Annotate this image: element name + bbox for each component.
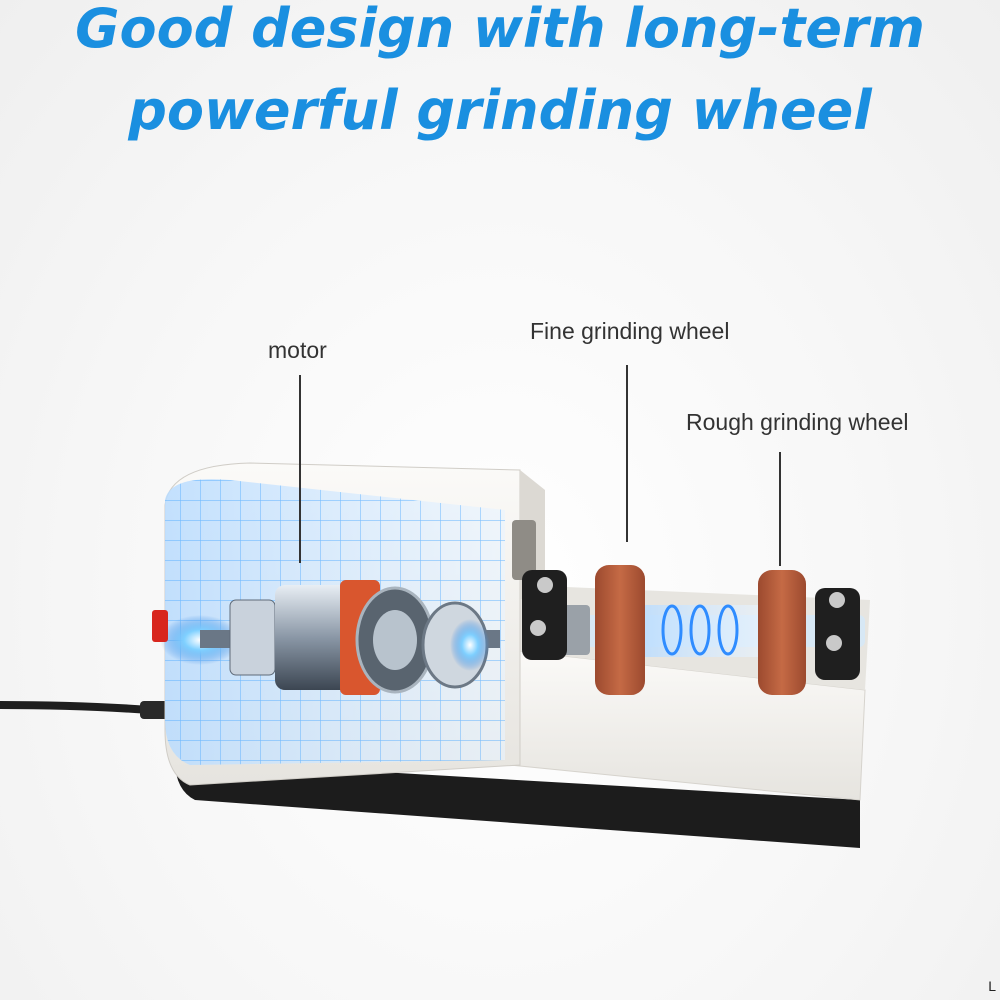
left-thread bbox=[560, 605, 590, 655]
motor-label: motor bbox=[268, 337, 327, 363]
spring-coil-1 bbox=[661, 604, 683, 656]
right-clamp bbox=[815, 588, 860, 680]
rough-grinding-wheel bbox=[758, 570, 806, 695]
base-strip bbox=[175, 760, 860, 848]
headline-line-2: powerful grinding wheel bbox=[128, 79, 872, 142]
rough-wheel-leader-line bbox=[779, 452, 781, 566]
corner-mark: L bbox=[988, 978, 996, 994]
headline-line-1: Good design with long-term bbox=[75, 0, 925, 60]
rotor-core bbox=[275, 585, 360, 690]
fine-wheel-label: Fine grinding wheel bbox=[530, 318, 730, 344]
shaft-glow bbox=[640, 605, 760, 657]
housing-port bbox=[512, 520, 536, 580]
power-cord bbox=[0, 701, 151, 714]
rough-wheel-label: Rough grinding wheel bbox=[686, 409, 909, 435]
screw-icon bbox=[826, 635, 842, 651]
fine-wheel-leader-line bbox=[626, 365, 628, 542]
power-switch bbox=[152, 610, 168, 642]
motor-leader-line bbox=[299, 375, 301, 563]
spring-coil-2 bbox=[689, 604, 711, 656]
motor-glow-right bbox=[450, 619, 490, 671]
fine-grinding-wheel bbox=[595, 565, 645, 695]
bearing-left bbox=[229, 599, 276, 676]
stator-inner bbox=[373, 610, 417, 670]
screw-icon bbox=[829, 592, 845, 608]
left-clamp bbox=[522, 570, 567, 660]
screw-icon bbox=[537, 577, 553, 593]
screw-icon bbox=[530, 620, 546, 636]
spring-coil-3 bbox=[717, 604, 739, 656]
cord-strain-relief bbox=[140, 701, 170, 719]
